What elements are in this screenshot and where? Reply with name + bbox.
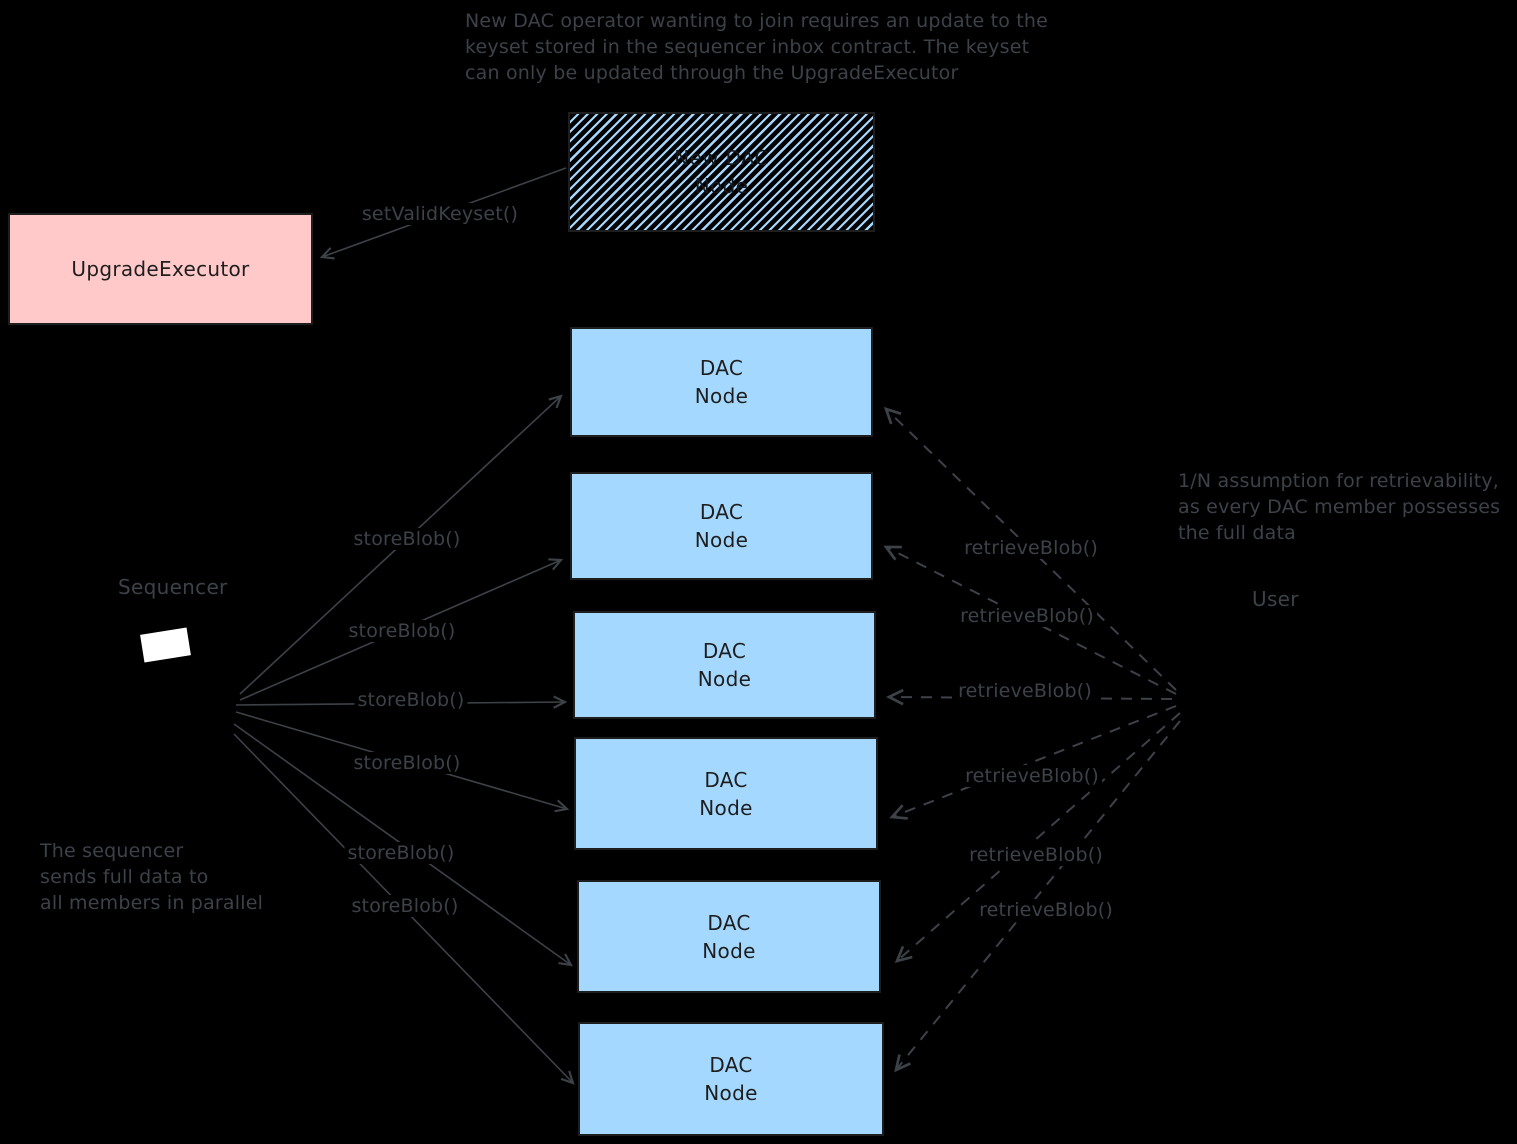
upgrade-executor-box: UpgradeExecutor (8, 213, 313, 325)
store-blob-label-4: storeBlob() (350, 752, 464, 774)
sequencer-screen-shape (140, 627, 191, 663)
new-dac-node-box: New DAC Node (568, 112, 875, 232)
dac-node-box-6: DAC Node (578, 1022, 884, 1136)
retrieve-blob-label-1: retrieveBlob() (961, 537, 1101, 559)
dac-node-box-1: DAC Node (570, 327, 873, 437)
retrieve-blob-label-6: retrieveBlob() (976, 899, 1116, 921)
set-valid-keyset-label: setValidKeyset() (358, 203, 522, 225)
store-blob-label-3: storeBlob() (354, 689, 468, 711)
retrieve-blob-label-4: retrieveBlob() (962, 765, 1102, 787)
retrievability-note: 1/N assumption for retrievability, as ev… (1178, 470, 1501, 544)
user-label: User (1252, 587, 1299, 611)
dac-node-box-2: DAC Node (570, 472, 873, 580)
retrieve-blob-arrow-5 (894, 712, 1181, 963)
sequencer-note: The sequencer sends full data to all mem… (40, 840, 264, 914)
store-blob-label-2: storeBlob() (345, 620, 459, 642)
sequencer-label: Sequencer (118, 575, 228, 599)
dac-node-box-5: DAC Node (577, 880, 881, 993)
dac-node-box-4: DAC Node (574, 737, 878, 850)
keyset-note: New DAC operator wanting to join require… (465, 10, 1049, 84)
retrieve-blob-label-2: retrieveBlob() (957, 605, 1097, 627)
retrieve-blob-label-3: retrieveBlob() (955, 680, 1095, 702)
store-blob-label-1: storeBlob() (350, 528, 464, 550)
store-blob-label-6: storeBlob() (348, 895, 462, 917)
store-blob-label-5: storeBlob() (344, 842, 458, 864)
retrieve-blob-label-5: retrieveBlob() (966, 844, 1106, 866)
retrieve-blob-arrow-4 (889, 705, 1177, 820)
dac-node-box-3: DAC Node (573, 611, 876, 719)
